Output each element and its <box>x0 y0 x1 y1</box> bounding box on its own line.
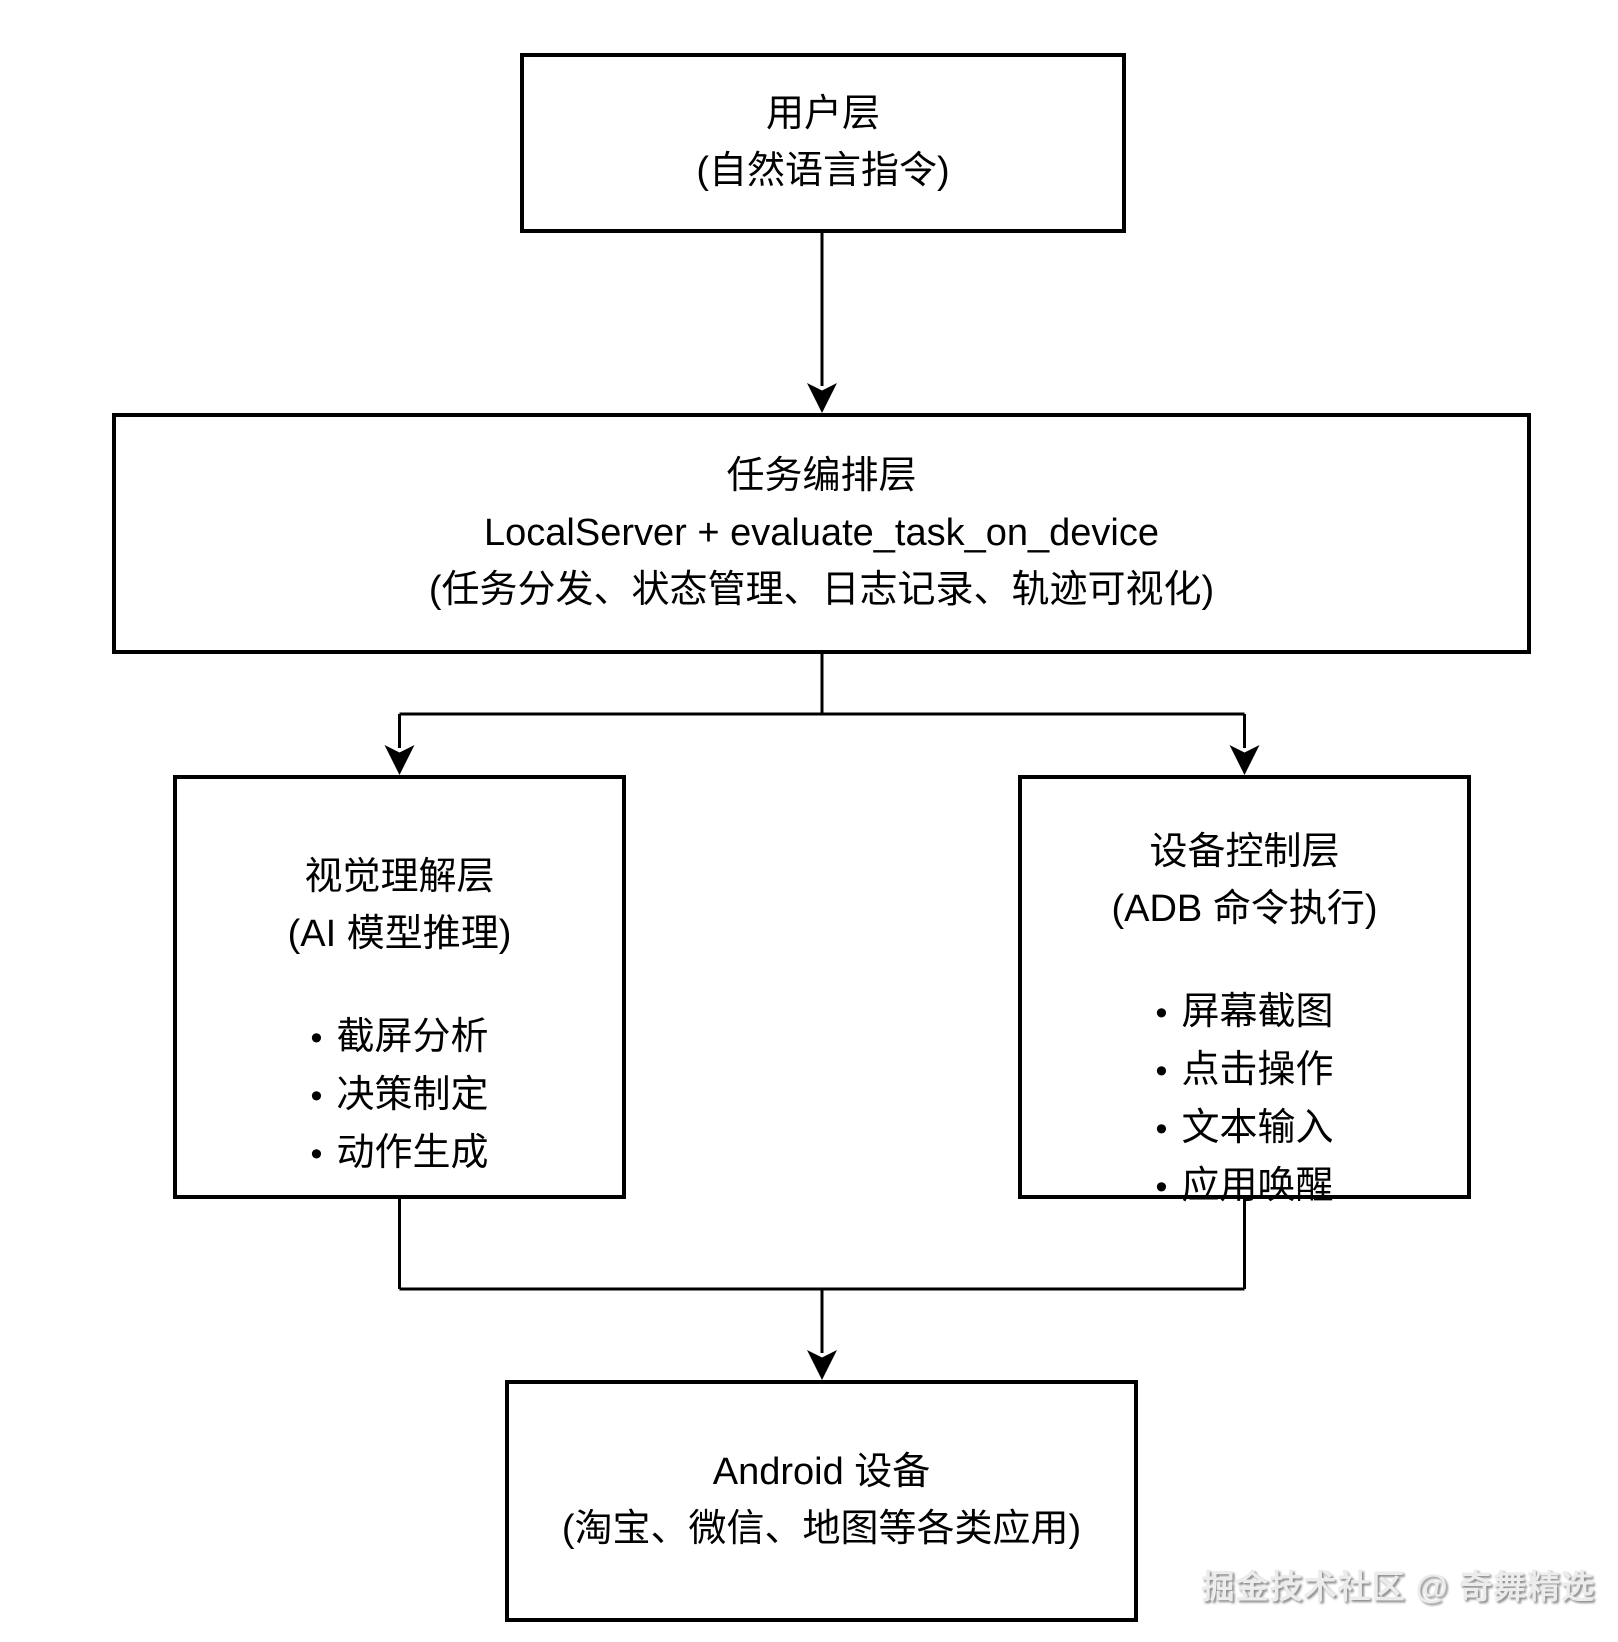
list-item: • 动作生成 <box>311 1125 489 1183</box>
bullet-icon: • <box>1155 994 1168 1032</box>
orchestration-subtitle: (任务分发、状态管理、日志记录、轨迹可视化) <box>428 569 1215 611</box>
vision-subtitle: (AI 模型推理) <box>287 913 512 955</box>
device-bullet-label: 屏幕截图 <box>1181 991 1334 1033</box>
vision-bullet-list: • 截屏分析 • 决策制定 • 动作生成 <box>311 1009 489 1183</box>
orchestration-title: 任务编排层 <box>726 455 917 497</box>
list-item: • 屏幕截图 <box>1156 984 1334 1042</box>
list-item: • 文本输入 <box>1156 1100 1334 1158</box>
list-item: • 应用唤醒 <box>1156 1158 1334 1216</box>
box-android-device: Android 设备 (淘宝、微信、地图等各类应用) <box>505 1380 1138 1622</box>
vision-bullet-label: 决策制定 <box>336 1074 489 1116</box>
list-item: • 截屏分析 <box>311 1009 489 1067</box>
bullet-icon: • <box>310 1077 323 1115</box>
bullet-icon: • <box>310 1135 323 1173</box>
android-title: Android 设备 <box>712 1451 931 1493</box>
box-vision-understanding-layer: 视觉理解层 (AI 模型推理) • 截屏分析 • 决策制定 • 动作生成 <box>173 775 626 1199</box>
device-bullet-label: 文本输入 <box>1181 1107 1334 1149</box>
device-bullet-label: 点击操作 <box>1181 1049 1334 1091</box>
bullet-icon: • <box>1155 1168 1168 1206</box>
device-subtitle: (ADB 命令执行) <box>1111 888 1378 930</box>
vision-bullet-label: 截屏分析 <box>336 1016 489 1058</box>
device-bullet-label: 应用唤醒 <box>1181 1165 1334 1207</box>
bullet-icon: • <box>1155 1052 1168 1090</box>
device-bullet-list: • 屏幕截图 • 点击操作 • 文本输入 • 应用唤醒 <box>1156 984 1334 1216</box>
vision-title: 视觉理解层 <box>304 856 495 898</box>
orchestration-tech: LocalServer + evaluate_task_on_device <box>484 512 1159 554</box>
bullet-icon: • <box>1155 1110 1168 1148</box>
vision-bullet-label: 动作生成 <box>336 1132 489 1174</box>
box-device-control-layer: 设备控制层 (ADB 命令执行) • 屏幕截图 • 点击操作 • 文本输入 • … <box>1018 775 1471 1207</box>
box-user-layer: 用户层 (自然语言指令) <box>520 53 1126 233</box>
connector-merge <box>398 1199 1246 1291</box>
list-item: • 点击操作 <box>1156 1042 1334 1100</box>
android-subtitle: (淘宝、微信、地图等各类应用) <box>561 1508 1082 1550</box>
bullet-icon: • <box>310 1019 323 1057</box>
box-task-orchestration-layer: 任务编排层 LocalServer + evaluate_task_on_dev… <box>112 413 1531 654</box>
watermark: 掘金技术社区 @ 奇舞精选 <box>1201 1568 1595 1605</box>
connector-orchestration-branch <box>399 653 1245 716</box>
user-layer-title: 用户层 <box>765 93 880 135</box>
device-title: 设备控制层 <box>1149 831 1340 873</box>
list-item: • 决策制定 <box>311 1067 489 1125</box>
user-layer-subtitle: (自然语言指令) <box>696 150 950 192</box>
